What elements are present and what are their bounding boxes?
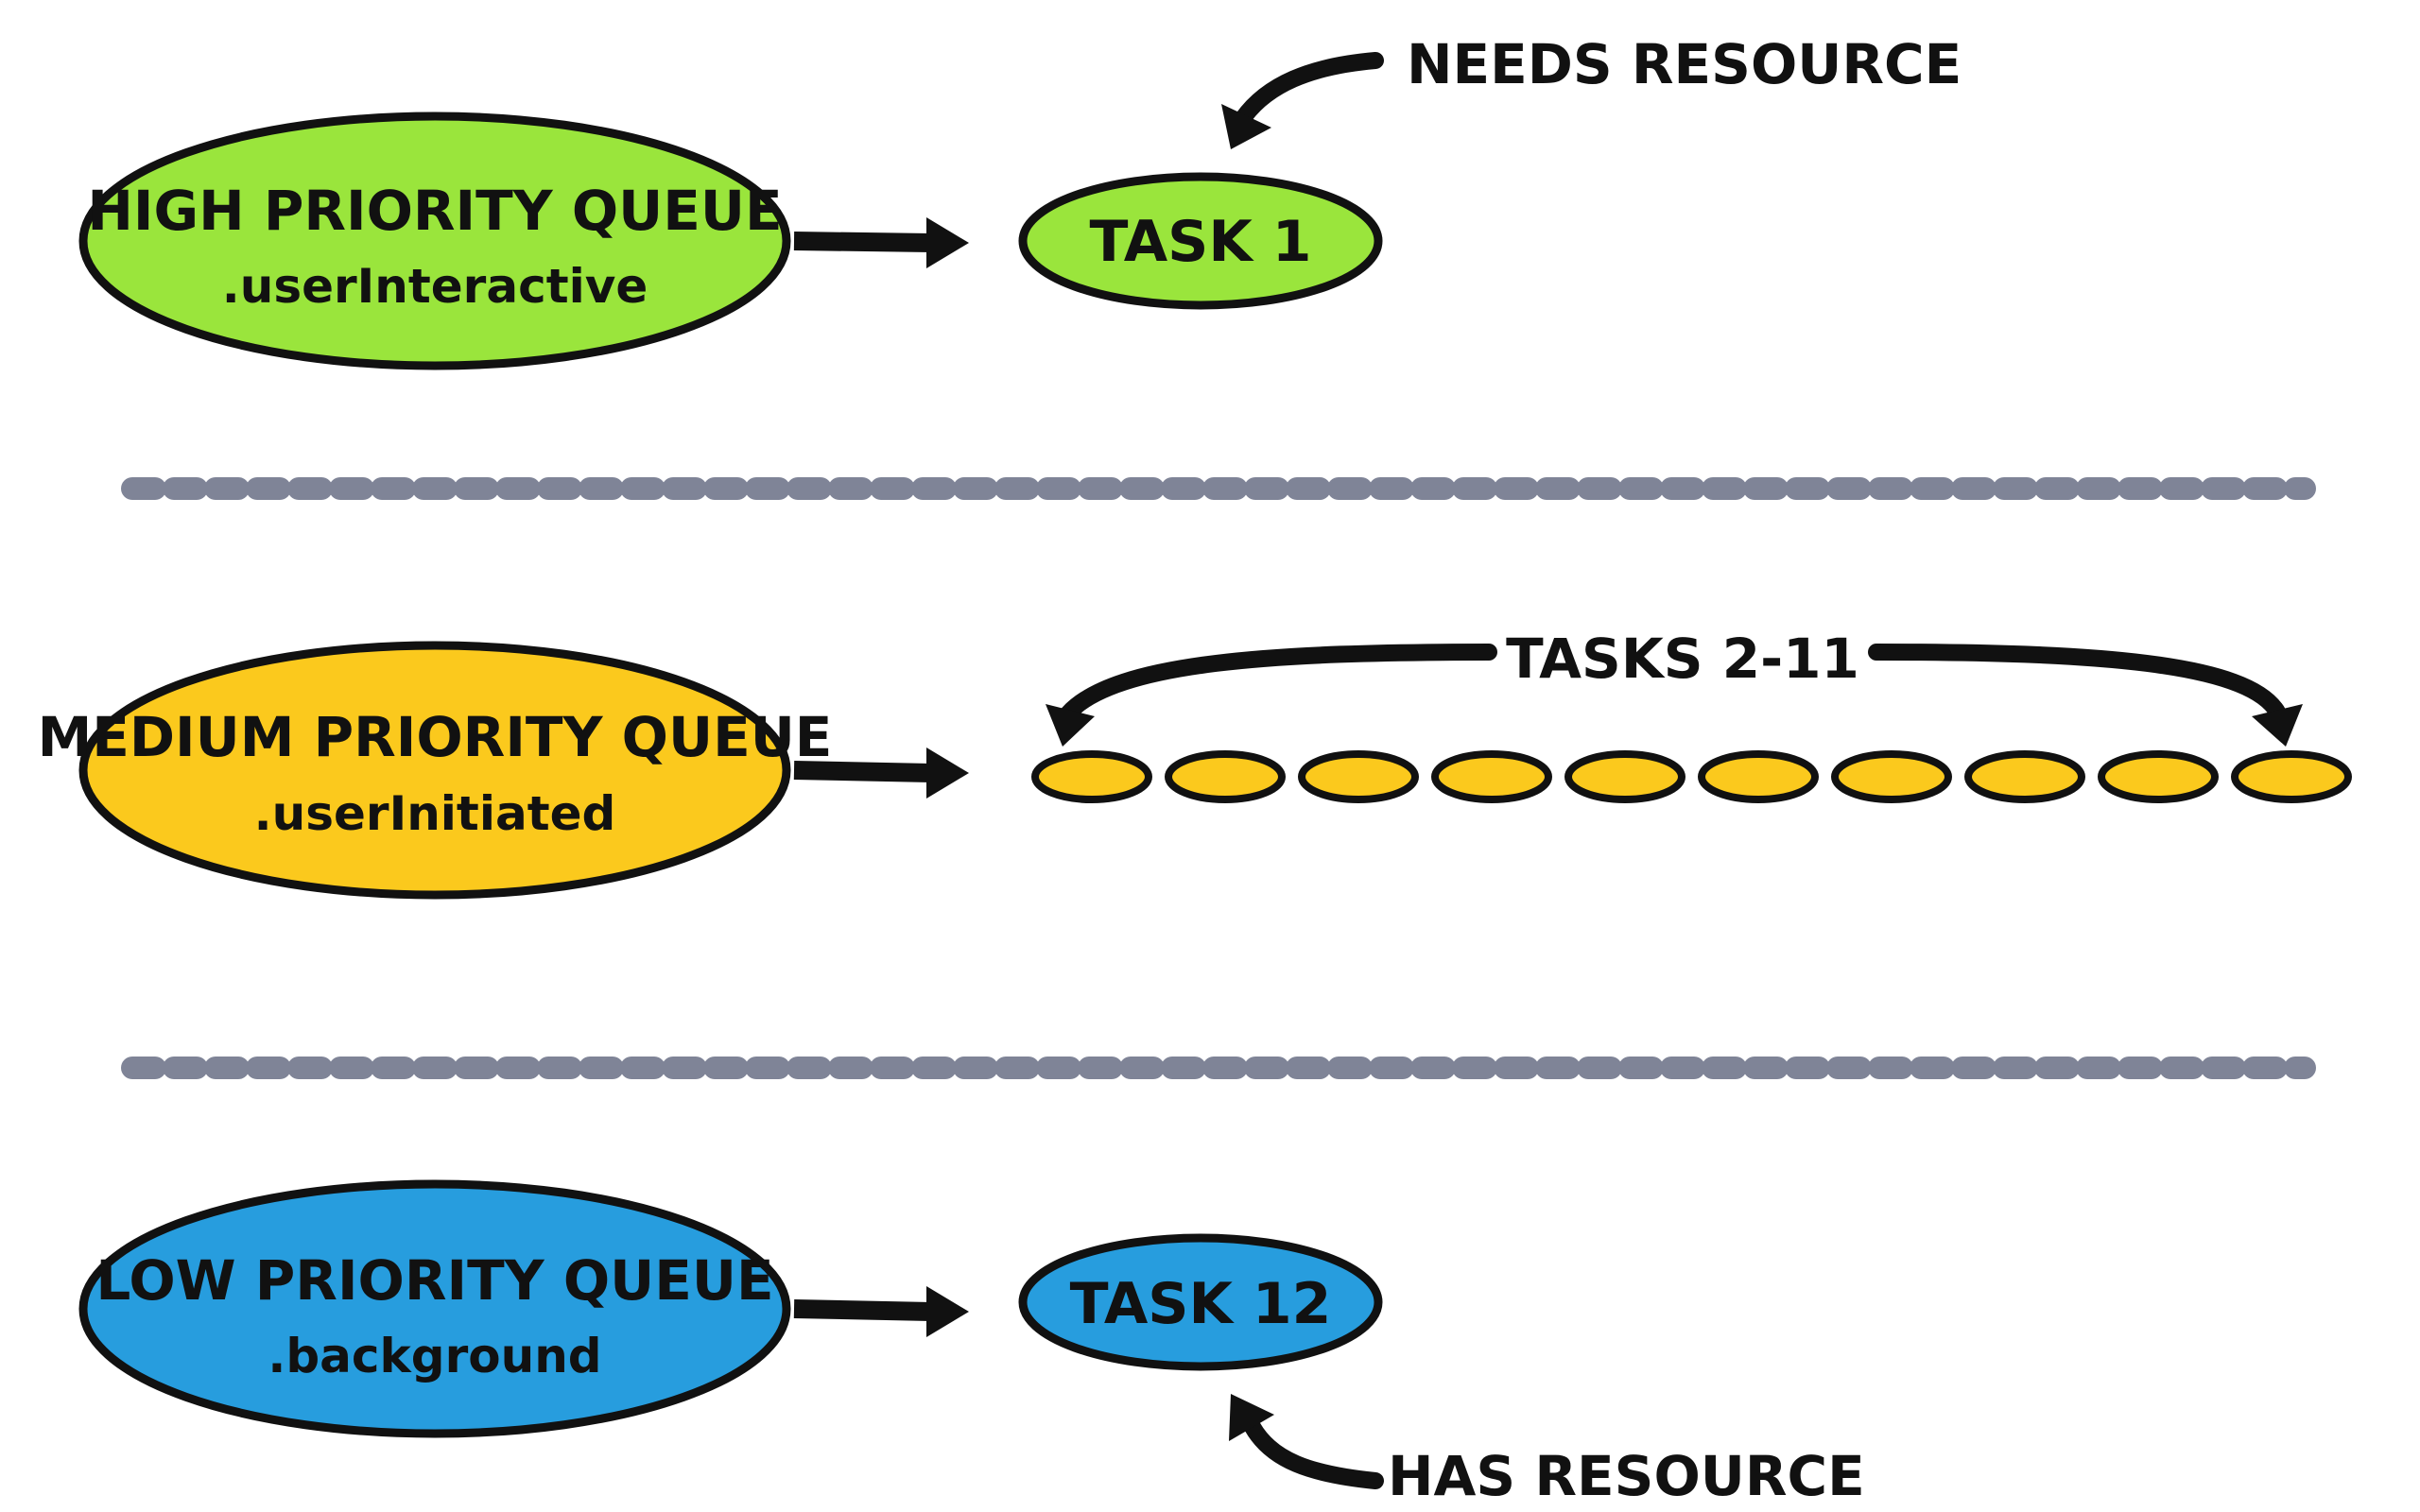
- medium-task-list: [1031, 750, 2352, 803]
- task-12-node: [1018, 1233, 1383, 1371]
- medium-task-2-node: [1031, 750, 1152, 803]
- medium-priority-row: MEDIUM PRIORITY QUEUE .userInitiated TAS…: [38, 627, 2352, 900]
- medium-task-5-node: [1431, 750, 1552, 803]
- needs-resource-note: NEEDS RESOURCE: [1407, 32, 1962, 96]
- high-queue-to-task-arrow: [793, 217, 969, 268]
- has-resource-arrow: [1229, 1394, 1384, 1489]
- medium-task-11-node: [2231, 750, 2352, 803]
- low-priority-queue-label: LOW PRIORITY QUEUE: [95, 1248, 773, 1313]
- high-priority-queue-qos: .userInteractive: [222, 259, 648, 314]
- medium-task-8-node: [1831, 750, 1952, 803]
- high-priority-queue-label: HIGH PRIORITY QUEUE: [87, 179, 782, 243]
- high-priority-queue-node: [78, 112, 791, 370]
- medium-priority-queue-node: [78, 641, 791, 900]
- task-1-node: [1018, 172, 1383, 310]
- has-resource-note: HAS RESOURCE: [1388, 1444, 1865, 1508]
- medium-task-9-node: [1964, 750, 2085, 803]
- medium-task-6-node: [1564, 750, 1685, 803]
- low-priority-queue-node: [78, 1179, 791, 1438]
- medium-task-3-node: [1165, 750, 1286, 803]
- medium-priority-queue-label: MEDIUM PRIORITY QUEUE: [38, 705, 833, 769]
- task-1-label: TASK 1: [1089, 209, 1311, 275]
- medium-queue-to-tasks-arrow: [793, 747, 969, 799]
- needs-resource-arrow: [1221, 52, 1384, 149]
- medium-task-4-node: [1298, 750, 1419, 803]
- low-queue-to-task-arrow: [793, 1286, 969, 1337]
- high-priority-row: HIGH PRIORITY QUEUE .userInteractive TAS…: [78, 32, 1962, 370]
- tasks-range-label: TASKS 2-11: [1506, 627, 1859, 691]
- medium-task-7-node: [1698, 750, 1819, 803]
- medium-priority-queue-qos: .userInitiated: [254, 786, 616, 841]
- low-priority-row: LOW PRIORITY QUEUE .background TASK 12 H…: [78, 1179, 1865, 1508]
- medium-task-10-node: [2098, 750, 2219, 803]
- low-priority-queue-qos: .background: [268, 1329, 601, 1383]
- tasks-range-arrows: [1046, 644, 2303, 747]
- task-12-label: TASK 12: [1070, 1271, 1332, 1337]
